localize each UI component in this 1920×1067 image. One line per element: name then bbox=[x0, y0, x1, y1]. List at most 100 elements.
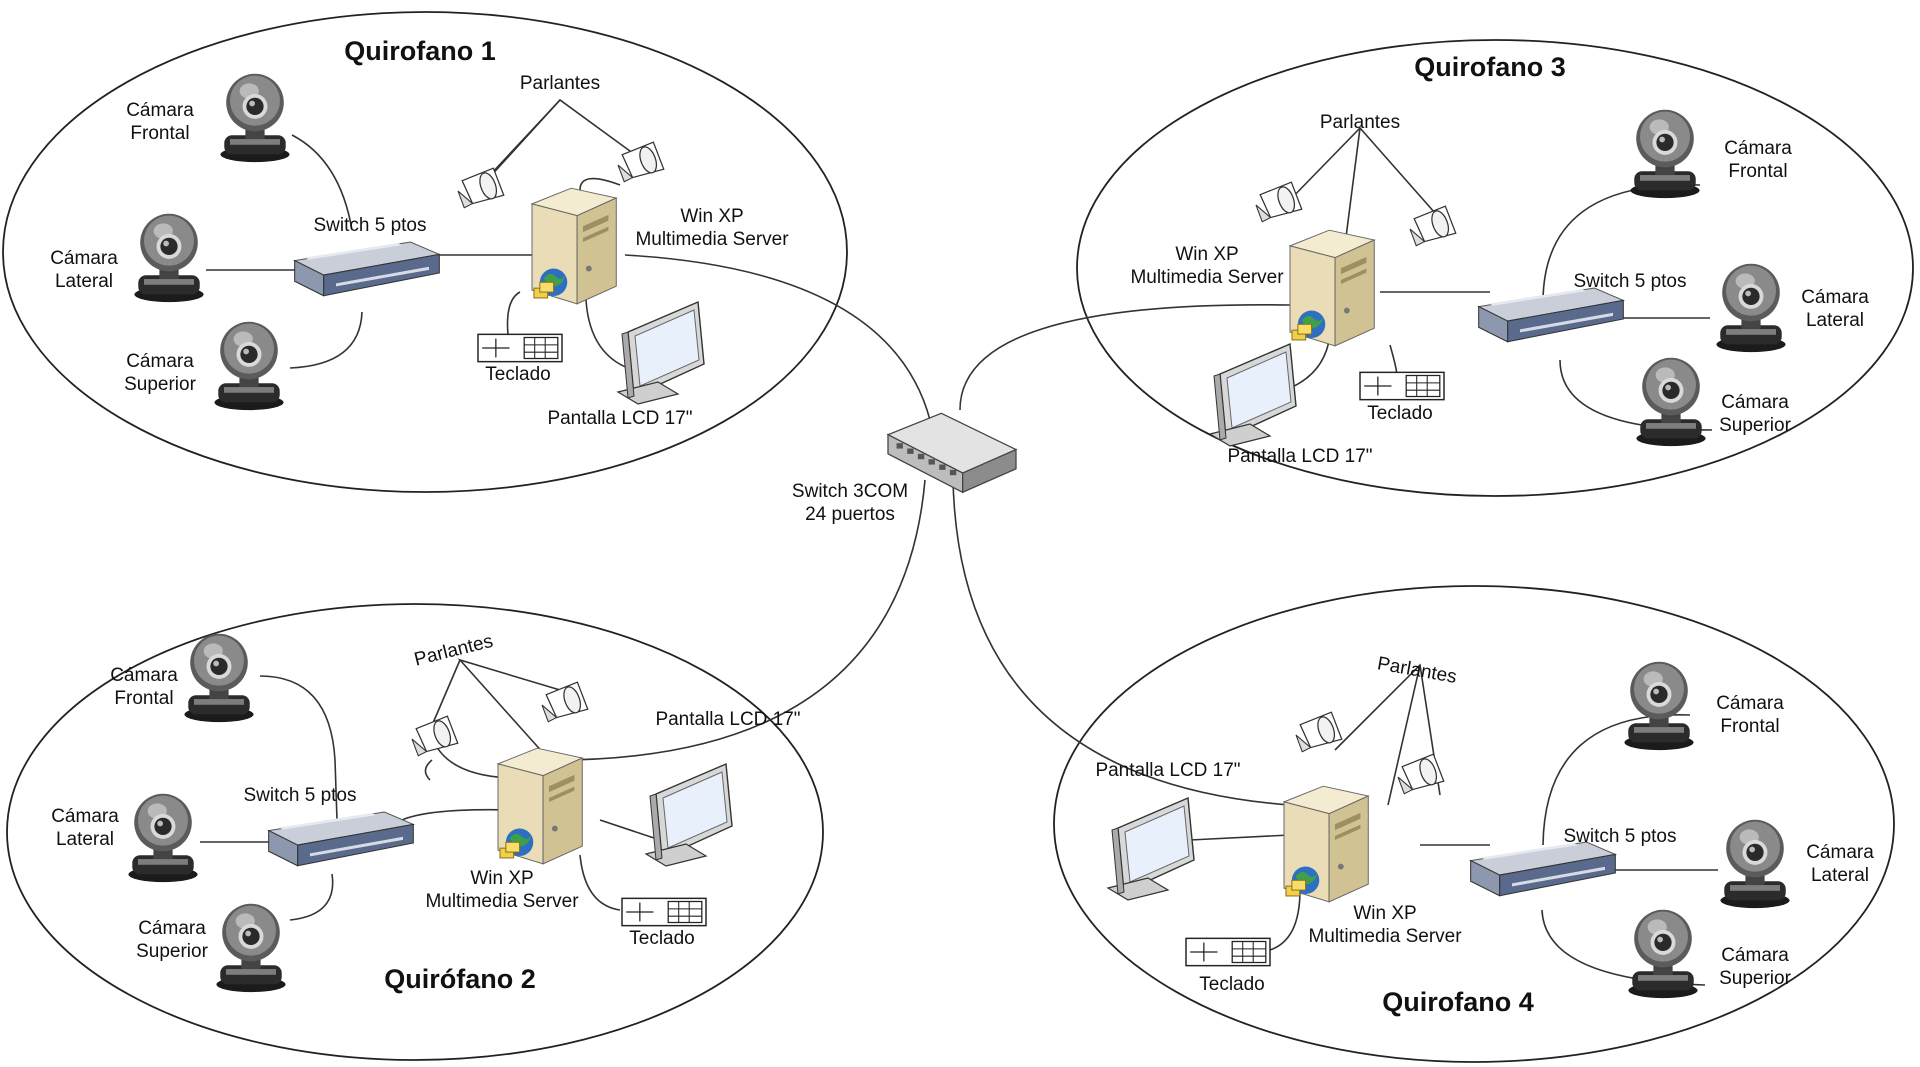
camera-superior-icon bbox=[1628, 909, 1698, 999]
keyboard-label: Teclado bbox=[1199, 974, 1265, 995]
lcd-monitor-icon bbox=[617, 301, 705, 405]
camera-frontal-label-1: Cámara bbox=[110, 665, 178, 686]
camera-lateral-label-2: Lateral bbox=[56, 829, 114, 850]
server-label-1: Win XP bbox=[470, 868, 533, 889]
room-quirofano-4: Quirofano 4 Cámara Frontal Cámara Latera… bbox=[1095, 653, 1874, 1017]
camera-lateral-label-2: Lateral bbox=[55, 271, 113, 292]
server-label-2: Multimedia Server bbox=[635, 229, 789, 250]
speakers-label: Parlantes bbox=[412, 631, 495, 671]
core-switch: Switch 3COM 24 puertos bbox=[792, 412, 1017, 525]
network-switch-icon bbox=[1478, 287, 1624, 343]
switch-label: Switch 5 ptos bbox=[244, 785, 357, 806]
camera-lateral-label-2: Lateral bbox=[1806, 310, 1864, 331]
server-tower-icon bbox=[497, 747, 583, 865]
keyboard-icon bbox=[477, 333, 563, 363]
server-label-1: Win XP bbox=[1175, 244, 1238, 265]
camera-frontal-label-1: Cámara bbox=[1716, 693, 1784, 714]
camera-superior-icon bbox=[214, 321, 284, 411]
core-switch-label-1: Switch 3COM bbox=[792, 481, 908, 502]
camera-frontal-label-2: Frontal bbox=[1728, 161, 1787, 182]
camera-superior-label-1: Cámara bbox=[1721, 945, 1789, 966]
keyboard-icon bbox=[1359, 371, 1445, 401]
room-quirofano-2: Quirófano 2 Cámara Frontal Cámara Latera… bbox=[51, 631, 800, 994]
lcd-label: Pantalla LCD 17" bbox=[547, 408, 692, 429]
speaker-icon bbox=[541, 681, 589, 723]
room-quirofano-1: Quirofano 1 Cámara Frontal Cámara Latera… bbox=[50, 36, 789, 429]
server-tower-icon bbox=[531, 187, 617, 305]
speaker-icon bbox=[457, 167, 505, 209]
server-label-1: Win XP bbox=[680, 206, 743, 227]
speaker-icon bbox=[411, 715, 459, 757]
camera-frontal-label-1: Cámara bbox=[126, 100, 194, 121]
server-label-2: Multimedia Server bbox=[1308, 926, 1462, 947]
core-switch-label-2: 24 puertos bbox=[805, 504, 895, 525]
keyboard-label: Teclado bbox=[1367, 403, 1433, 424]
camera-frontal-icon bbox=[220, 73, 290, 163]
camera-frontal-label-2: Frontal bbox=[130, 123, 189, 144]
lcd-label: Pantalla LCD 17" bbox=[1227, 446, 1372, 467]
speaker-icon bbox=[1397, 753, 1445, 795]
camera-superior-label-2: Superior bbox=[1719, 415, 1791, 436]
network-switch-icon bbox=[1470, 841, 1616, 897]
speakers-label: Parlantes bbox=[1320, 112, 1400, 133]
room-title: Quirofano 1 bbox=[344, 36, 496, 66]
lcd-monitor-icon bbox=[1107, 797, 1195, 901]
zone-quirofano-3 bbox=[1076, 39, 1914, 497]
speakers-label: Parlantes bbox=[520, 73, 600, 94]
lcd-label: Pantalla LCD 17" bbox=[655, 709, 800, 730]
zone-quirofano-2 bbox=[6, 603, 824, 1061]
camera-lateral-label-2: Lateral bbox=[1811, 865, 1869, 886]
camera-frontal-label-1: Cámara bbox=[1724, 138, 1792, 159]
keyboard-icon bbox=[1185, 937, 1271, 967]
network-switch-icon bbox=[294, 241, 440, 297]
camera-frontal-icon bbox=[1624, 661, 1694, 751]
camera-superior-label-2: Superior bbox=[136, 941, 208, 962]
network-switch-icon bbox=[268, 811, 414, 867]
camera-superior-icon bbox=[216, 903, 286, 993]
camera-superior-label-2: Superior bbox=[1719, 968, 1791, 989]
camera-lateral-icon bbox=[134, 213, 204, 303]
camera-superior-icon bbox=[1636, 357, 1706, 447]
room-title: Quirófano 2 bbox=[384, 964, 536, 994]
room-title: Quirofano 4 bbox=[1382, 987, 1534, 1017]
camera-frontal-label-2: Frontal bbox=[114, 688, 173, 709]
switch-label: Switch 5 ptos bbox=[1564, 826, 1677, 847]
camera-frontal-icon bbox=[1630, 109, 1700, 199]
room-title: Quirofano 3 bbox=[1414, 52, 1566, 82]
lcd-label: Pantalla LCD 17" bbox=[1095, 760, 1240, 781]
speaker-icon bbox=[1295, 711, 1343, 753]
camera-superior-label-1: Cámara bbox=[1721, 392, 1789, 413]
lcd-monitor-icon bbox=[645, 763, 733, 867]
speaker-icon bbox=[1255, 181, 1303, 223]
speaker-icon bbox=[1409, 205, 1457, 247]
camera-lateral-icon bbox=[128, 793, 198, 883]
camera-lateral-label-1: Cámara bbox=[1801, 287, 1869, 308]
camera-superior-label-1: Cámara bbox=[126, 351, 194, 372]
keyboard-label: Teclado bbox=[485, 364, 551, 385]
zone-quirofano-1 bbox=[2, 11, 848, 493]
camera-lateral-label-1: Cámara bbox=[50, 248, 118, 269]
camera-superior-label-2: Superior bbox=[124, 374, 196, 395]
switch-label: Switch 5 ptos bbox=[1574, 271, 1687, 292]
room-quirofano-3: Quirofano 3 Cámara Frontal Cámara Latera… bbox=[1130, 52, 1869, 467]
server-label-2: Multimedia Server bbox=[1130, 267, 1284, 288]
server-tower-icon bbox=[1283, 785, 1369, 903]
server-label-2: Multimedia Server bbox=[425, 891, 579, 912]
camera-lateral-label-1: Cámara bbox=[1806, 842, 1874, 863]
server-tower-icon bbox=[1289, 229, 1375, 347]
keyboard-label: Teclado bbox=[629, 928, 695, 949]
camera-lateral-icon bbox=[1716, 263, 1786, 353]
camera-lateral-label-1: Cámara bbox=[51, 806, 119, 827]
server-label-1: Win XP bbox=[1353, 903, 1416, 924]
zone-quirofano-4 bbox=[1053, 585, 1895, 1063]
camera-frontal-label-2: Frontal bbox=[1720, 716, 1779, 737]
network-cables bbox=[200, 98, 1718, 986]
speakers-label: Parlantes bbox=[1376, 653, 1459, 688]
camera-superior-label-1: Cámara bbox=[138, 918, 206, 939]
lcd-monitor-icon bbox=[1209, 343, 1297, 447]
camera-frontal-icon bbox=[184, 633, 254, 723]
keyboard-icon bbox=[621, 897, 707, 927]
camera-lateral-icon bbox=[1720, 819, 1790, 909]
switch-label: Switch 5 ptos bbox=[314, 215, 427, 236]
